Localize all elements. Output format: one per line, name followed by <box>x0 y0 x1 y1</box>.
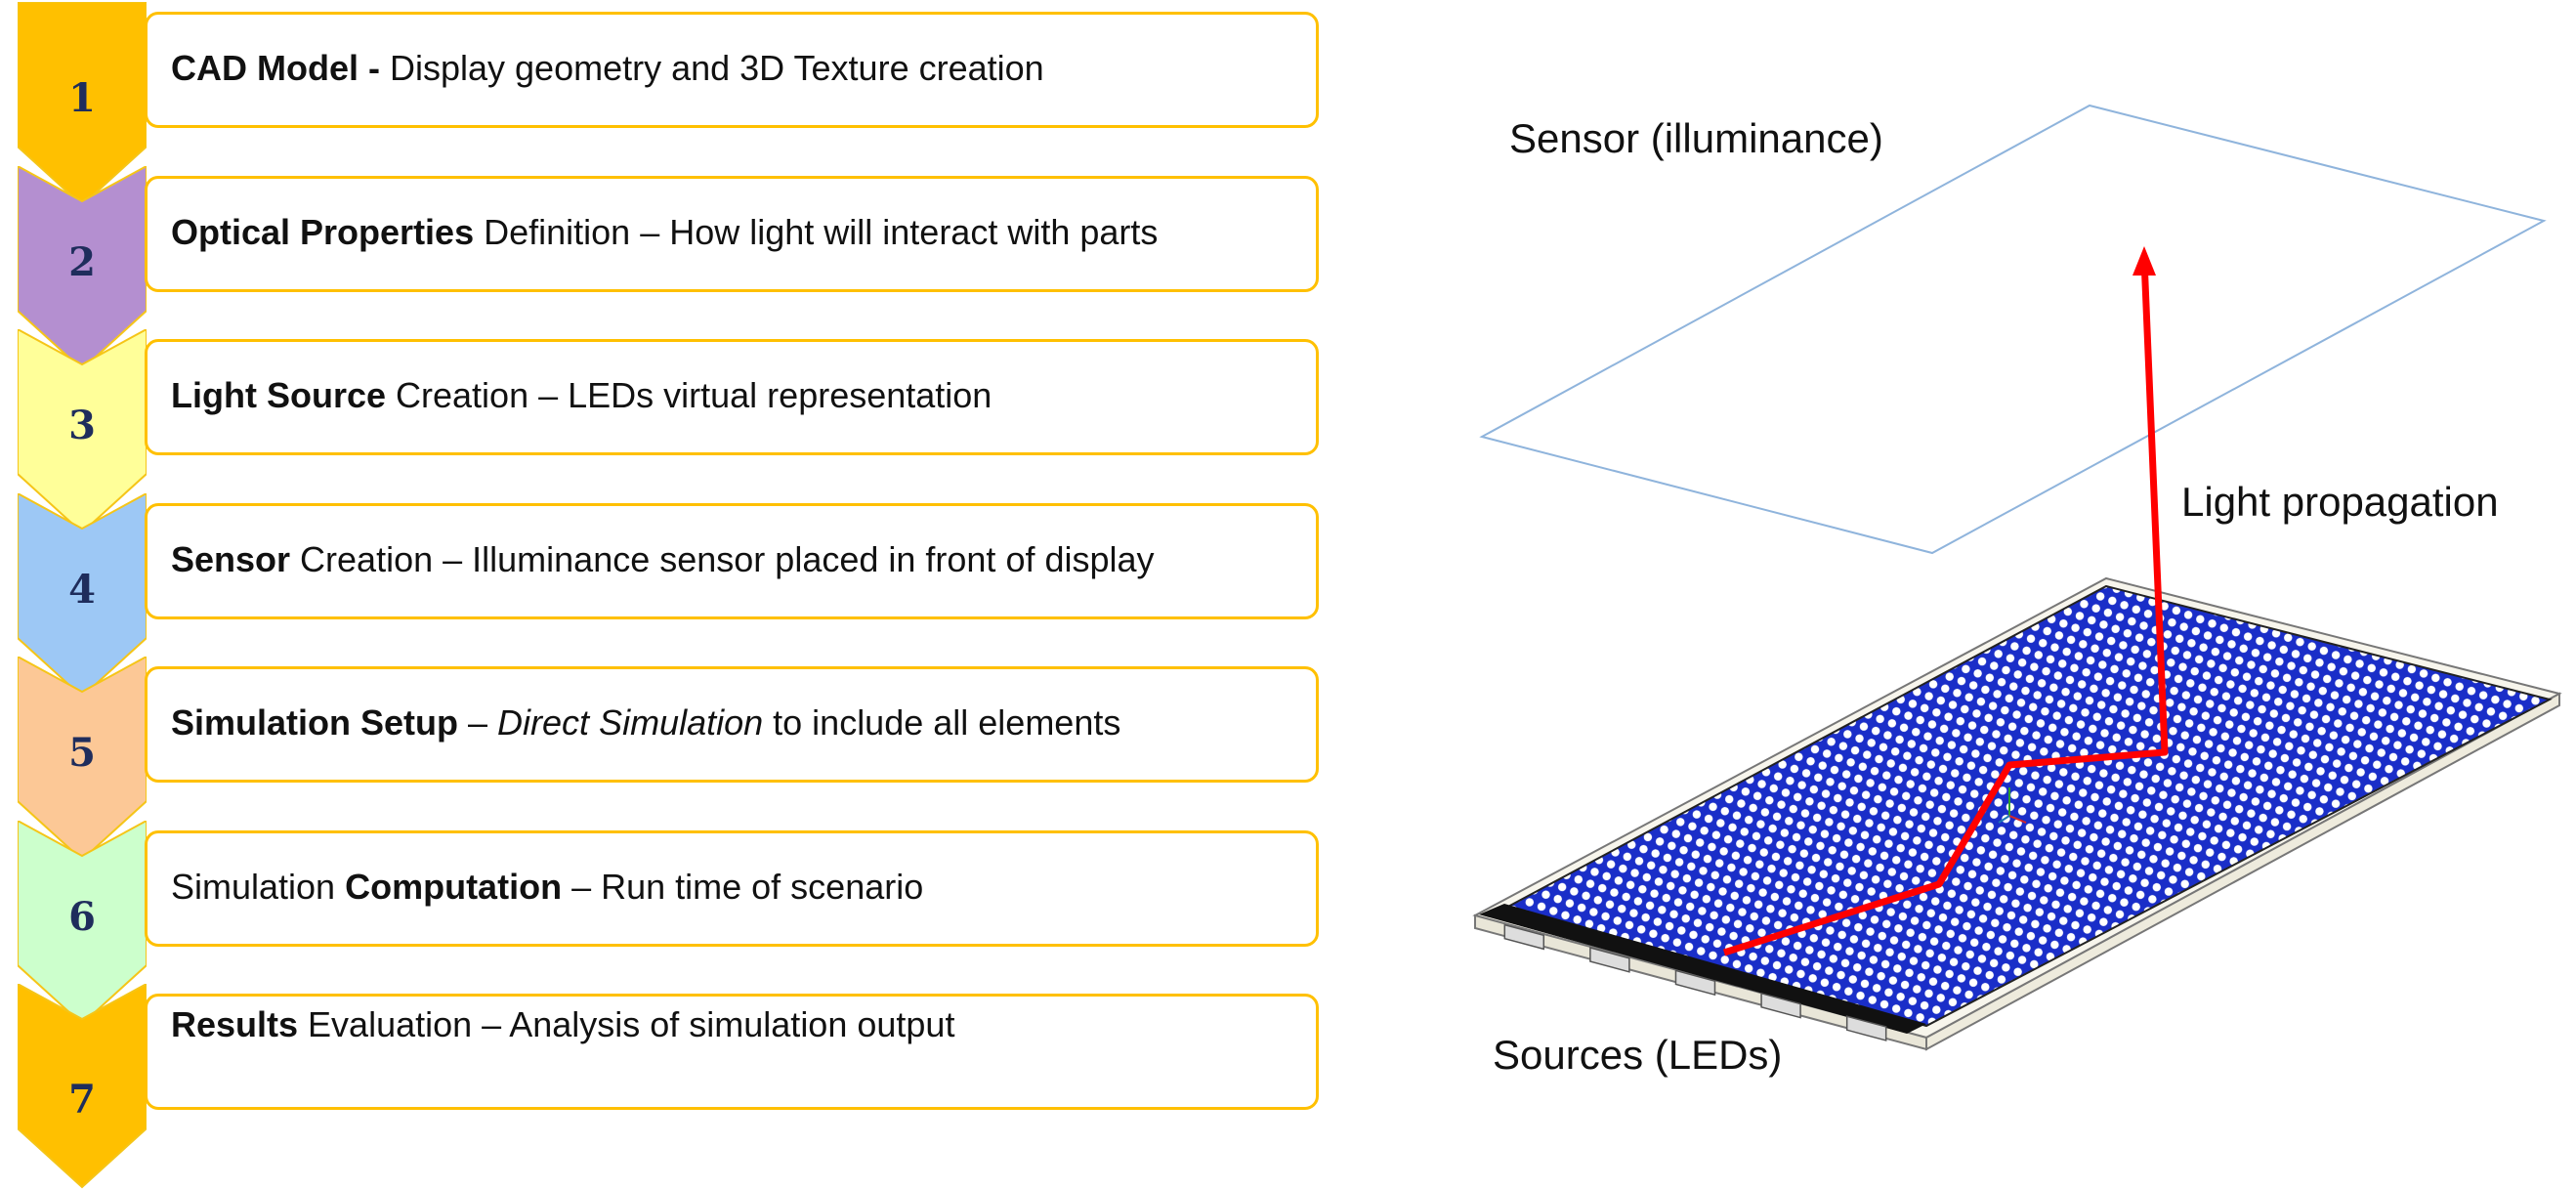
workflow-step: 6 Simulation Computation – Run time of sc… <box>0 820 1329 1025</box>
step-text: Sensor Creation – Illuminance sensor pla… <box>171 538 1155 579</box>
led-module <box>1845 1015 1887 1041</box>
led-module <box>1589 947 1630 973</box>
step-chevron: 6 <box>18 820 147 1026</box>
step-box: CAD Model - Display geometry and 3D Text… <box>145 12 1319 128</box>
sources-label: Sources (LEDs) <box>1493 1032 1783 1078</box>
workflow-steps: 1 CAD Model - Display geometry and 3D Tex… <box>0 2 1329 1189</box>
step-text: Light Source Creation – LEDs virtual rep… <box>171 375 992 415</box>
step-box: Optical Properties Definition – How ligh… <box>145 175 1319 292</box>
step-chevron: 3 <box>18 329 147 534</box>
led-module <box>1674 969 1716 997</box>
workflow-step: 5 Simulation Setup – Direct Simulation to… <box>0 657 1329 862</box>
step-chevron: 1 <box>18 2 147 207</box>
step-box: Simulation Computation – Run time of sce… <box>145 829 1319 947</box>
step-chevron: 4 <box>18 492 147 699</box>
workflow-step: 2 Optical Properties Definition – How lig… <box>0 165 1329 370</box>
step-number: 4 <box>68 566 96 613</box>
step-number: 3 <box>68 403 96 448</box>
step-text: Simulation Setup – Direct Simulation to … <box>171 702 1121 743</box>
workflow-step: 1 CAD Model - Display geometry and 3D Tex… <box>0 2 1329 207</box>
light-propagation-label: Light propagation <box>2181 479 2499 525</box>
step-number: 2 <box>68 238 96 285</box>
workflow-step: 4 Sensor Creation – Illuminance sensor pl… <box>0 492 1329 698</box>
step-chevron: 7 <box>18 984 147 1189</box>
led-modules <box>1503 923 1887 1041</box>
led-module <box>1503 923 1545 951</box>
workflow-step: 3 Light Source Creation – LEDs virtual re… <box>0 329 1329 534</box>
step-number: 5 <box>68 730 96 776</box>
scene-drawing <box>1472 104 2562 1051</box>
step-box: Sensor Creation – Illuminance sensor pla… <box>145 502 1319 619</box>
step-box: Simulation Setup – Direct Simulation to … <box>145 666 1319 783</box>
step-box: Light Source Creation – LEDs virtual rep… <box>145 339 1319 455</box>
step-text: Optical Properties Definition – How ligh… <box>171 211 1159 252</box>
step-text: Simulation Computation – Run time of sce… <box>171 866 924 907</box>
step-chevron: 5 <box>18 657 147 862</box>
sensor-label: Sensor (illuminance) <box>1509 115 1883 161</box>
step-text: CAD Model - Display geometry and 3D Text… <box>171 48 1044 88</box>
led-module <box>1760 992 1801 1019</box>
led-strip <box>1479 904 1926 1034</box>
axis-triad <box>1998 787 2027 824</box>
light-propagation-ray <box>1722 258 2169 956</box>
workflow-step: 7 Results Evaluation – Analysis of simula… <box>0 984 1329 1189</box>
simulation-scene: Sensor (illuminance) Light propagation S… <box>1446 0 2576 1176</box>
step-chevron: 2 <box>18 165 147 371</box>
step-number: 1 <box>68 75 96 121</box>
display-edge-right <box>1925 692 2560 1051</box>
sensor-plane <box>1479 104 2547 555</box>
step-number: 7 <box>68 1077 96 1123</box>
step-text: Results Evaluation – Analysis of simulat… <box>171 1004 955 1044</box>
step-box: Results Evaluation – Analysis of simulat… <box>145 994 1319 1110</box>
light-propagation-arrowhead <box>2133 246 2156 276</box>
step-number: 6 <box>68 893 96 940</box>
